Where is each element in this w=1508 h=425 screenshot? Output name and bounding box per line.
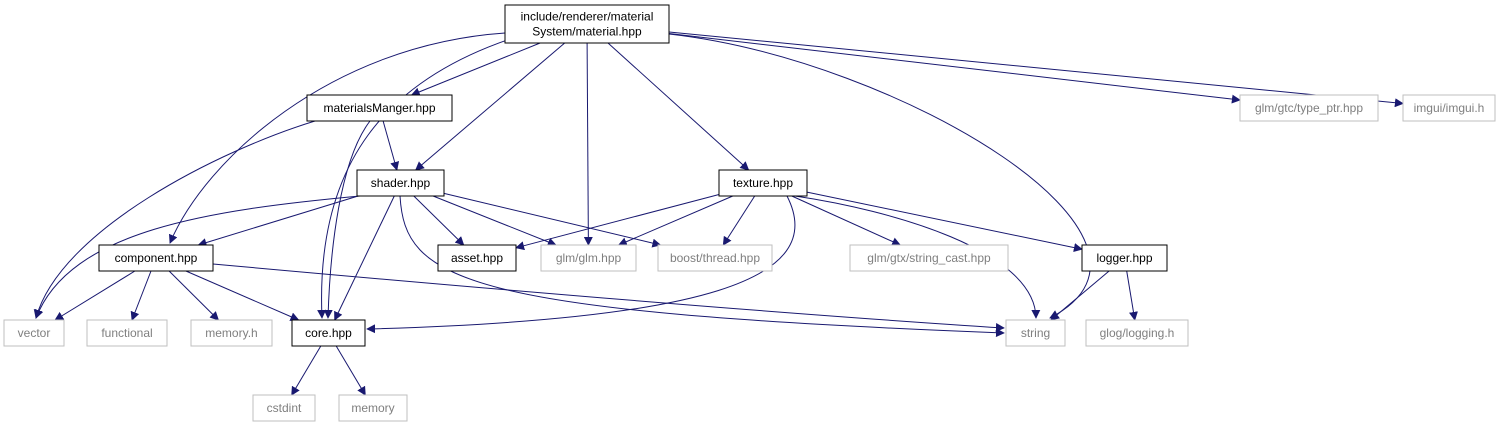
- edges: [33, 31, 1404, 396]
- edge-root-to-shader: [415, 42, 566, 171]
- node-box: [86, 319, 168, 347]
- node-cstdint: cstdint: [252, 394, 316, 422]
- edge-logger-to-string: [1050, 270, 1110, 321]
- node-box: [1005, 319, 1066, 347]
- node-box: [1402, 94, 1496, 122]
- node-shader[interactable]: shader.hpp: [356, 169, 445, 197]
- node-label: boost/thread.hpp: [670, 251, 760, 265]
- node-glm: glm/glm.hpp: [540, 244, 637, 272]
- node-string_cast: glm/gtx/string_cast.hpp: [849, 244, 1009, 272]
- node-texture[interactable]: texture.hpp: [718, 169, 808, 197]
- node-box: [98, 244, 214, 272]
- node-label: string: [1021, 326, 1050, 340]
- node-type_ptr: glm/gtc/type_ptr.hpp: [1239, 94, 1379, 122]
- node-label: materialsManger.hpp: [323, 101, 435, 115]
- node-label: include/renderer/material: [521, 10, 654, 24]
- node-label: glm/gtx/string_cast.hpp: [867, 251, 991, 265]
- edge-root-to-glm: [583, 42, 593, 246]
- edge-shader-to-boost_thread: [443, 192, 662, 248]
- node-box: [1081, 244, 1168, 272]
- node-box: [504, 4, 670, 44]
- node-box: [657, 244, 773, 272]
- edge-logger-to-glog: [1126, 270, 1138, 321]
- edge-component-to-vector: [54, 270, 136, 321]
- node-vector: vector: [3, 319, 65, 347]
- edge-root-to-type_ptr: [668, 33, 1241, 104]
- node-box: [849, 244, 1009, 272]
- edge-component-to-memory_h: [168, 270, 220, 321]
- edge-texture-to-string_cast: [791, 195, 902, 246]
- edge-root-to-component: [169, 32, 506, 244]
- edge-shader-to-asset: [413, 195, 465, 246]
- node-box: [3, 319, 65, 347]
- edge-materialsManger-to-core: [323, 120, 371, 319]
- node-label: asset.hpp: [451, 251, 503, 265]
- node-label: texture.hpp: [733, 176, 793, 190]
- edge-materialsManger-to-vector: [33, 120, 316, 319]
- edge-shader-to-glm: [432, 195, 557, 247]
- node-box: [540, 244, 637, 272]
- edge-core-to-cstdint: [291, 345, 322, 396]
- edge-texture-to-asset: [515, 194, 720, 251]
- edge-texture-to-core: [366, 195, 796, 334]
- node-label: logger.hpp: [1096, 251, 1152, 265]
- node-logger[interactable]: logger.hpp: [1081, 244, 1168, 272]
- edge-materialsManger-to-shader: [382, 120, 400, 171]
- node-box: [718, 169, 808, 197]
- node-label: component.hpp: [115, 251, 198, 265]
- node-box: [356, 169, 445, 197]
- edge-core-to-memory: [335, 345, 366, 396]
- edge-root-to-materialsManger: [410, 42, 541, 97]
- edge-texture-to-boost_thread: [722, 195, 756, 246]
- node-core[interactable]: core.hpp: [291, 319, 366, 347]
- edge-root-to-imgui: [668, 31, 1404, 108]
- edge-root-to-texture: [607, 42, 750, 171]
- node-box: [1085, 319, 1189, 347]
- edge-texture-to-string: [794, 195, 1041, 319]
- node-box: [306, 94, 453, 122]
- node-label: glm/glm.hpp: [556, 251, 622, 265]
- node-label: glm/gtc/type_ptr.hpp: [1255, 101, 1363, 115]
- edge-component-to-functional: [130, 270, 152, 321]
- node-label: functional: [101, 326, 152, 340]
- node-memory: memory: [338, 394, 408, 422]
- node-box: [252, 394, 316, 422]
- edge-component-to-string: [212, 263, 1005, 332]
- node-glog: glog/logging.h: [1085, 319, 1189, 347]
- edge-shader-to-component: [197, 195, 359, 247]
- node-label: memory.h: [205, 326, 257, 340]
- node-box: [291, 319, 366, 347]
- node-imgui: imgui/imgui.h: [1402, 94, 1496, 122]
- edge-shader-to-vector: [34, 195, 361, 319]
- nodes: include/renderer/materialSystem/material…: [3, 4, 1496, 422]
- node-box: [190, 319, 273, 347]
- node-memory_h: memory.h: [190, 319, 273, 347]
- node-boost_thread: boost/thread.hpp: [657, 244, 773, 272]
- edge-root-to-core: [317, 38, 511, 319]
- edge-shader-to-string: [399, 195, 1005, 338]
- node-label: cstdint: [267, 401, 302, 415]
- node-label: core.hpp: [305, 326, 352, 340]
- node-component[interactable]: component.hpp: [98, 244, 214, 272]
- node-string: string: [1005, 319, 1066, 347]
- edge-shader-to-core: [334, 195, 395, 321]
- edge-texture-to-glm: [617, 195, 733, 246]
- node-box: [338, 394, 408, 422]
- node-label: vector: [18, 326, 51, 340]
- node-label: glog/logging.h: [1100, 326, 1175, 340]
- node-asset[interactable]: asset.hpp: [437, 244, 517, 272]
- node-box: [1239, 94, 1379, 122]
- node-label: imgui/imgui.h: [1414, 101, 1485, 115]
- edge-component-to-core: [185, 270, 300, 321]
- node-functional: functional: [86, 319, 168, 347]
- node-label: shader.hpp: [371, 176, 431, 190]
- node-label: System/material.hpp: [532, 25, 642, 39]
- edge-root-to-string: [668, 33, 1091, 319]
- node-label: memory: [351, 401, 394, 415]
- node-materialsManger[interactable]: materialsManger.hpp: [306, 94, 453, 122]
- node-box: [437, 244, 517, 272]
- node-root[interactable]: include/renderer/materialSystem/material…: [504, 4, 670, 44]
- edge-texture-to-logger: [806, 191, 1083, 252]
